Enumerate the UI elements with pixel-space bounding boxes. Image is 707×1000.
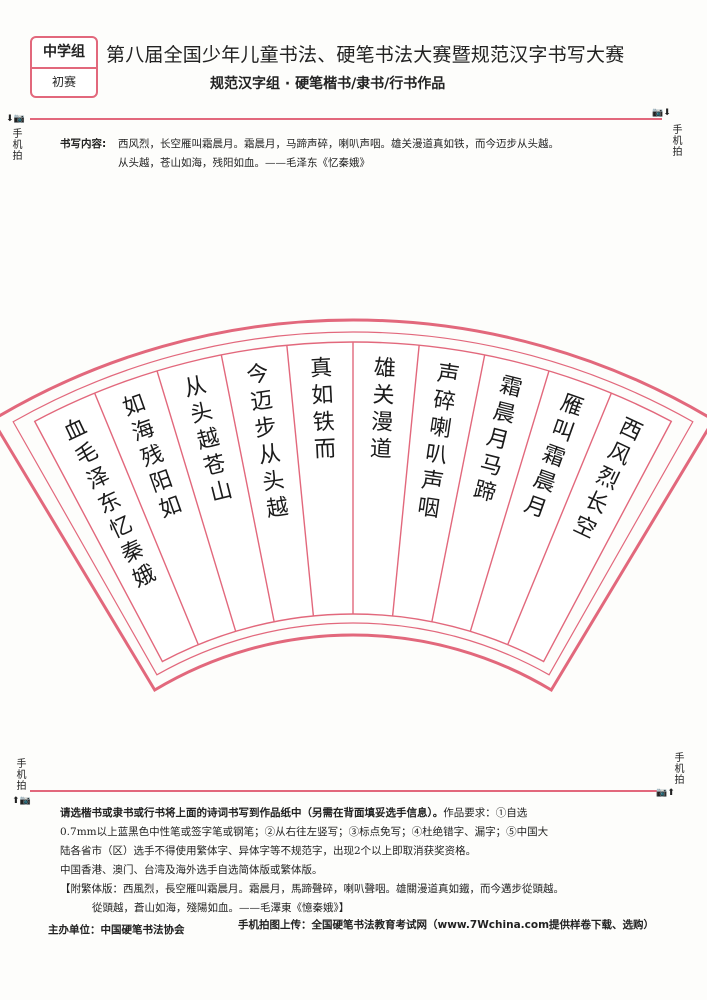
- fan-character: 步: [253, 414, 278, 442]
- requirements-instruction: 请选楷书或隶书或行书将上面的诗词书写到作品纸中（另需在背面填妥选手信息）。: [60, 807, 444, 819]
- content-label: 书写内容:: [60, 138, 107, 150]
- fan-divider: [507, 392, 613, 645]
- fan-outer-border: [0, 318, 707, 693]
- fan-character: 雄: [373, 356, 396, 382]
- traditional-version: 【附繁体版：西風烈，長空雁叫霜晨月。霜晨月，馬蹄聲碎，喇叭聲咽。雄關漫道真如鐵，…: [60, 883, 564, 895]
- fan-character: 真: [310, 356, 333, 382]
- fan-divider: [286, 345, 315, 617]
- fan-character: 关: [372, 383, 395, 409]
- camera-upload-icon: ⬆📷: [12, 796, 31, 806]
- group-divider: [32, 67, 96, 69]
- content-text-line: 西风烈，长空雁叫霜晨月。霜晨月，马蹄声碎，喇叭声咽。雄关漫道真如铁，而今迈步从头…: [118, 138, 559, 150]
- camera-upload-icon: 📷⬆: [656, 788, 675, 798]
- fan-character: 从: [257, 441, 282, 469]
- fan-character: 咽: [416, 495, 441, 523]
- fan-character: 声: [436, 361, 461, 389]
- page-subtitle: 规范汉字组 · 硬笔楷书/隶书/行书作品: [210, 76, 446, 92]
- fan-divider: [469, 370, 550, 632]
- group-label: 中学组: [43, 44, 85, 60]
- requirements-text: 中国香港、澳门、台湾及海外选手自选简体版或繁体版。: [60, 864, 323, 876]
- fan-panel: 雄关漫道: [369, 356, 396, 463]
- fan-inner-border: [12, 331, 694, 676]
- requirements: 请选楷书或隶书或行书将上面的诗词书写到作品纸中（另需在背面填妥选手信息）。作品要…: [60, 804, 680, 918]
- fan-character: 越: [265, 495, 290, 523]
- fan-character: 道: [369, 437, 392, 463]
- bottom-rule: [30, 790, 662, 792]
- content-text-line: 从头越，苍山如海，残阳如血。——毛泽东《忆秦娥》: [118, 157, 370, 169]
- fan-divider: [93, 392, 199, 645]
- photo-marker-bottom-left: 手机拍: [14, 758, 25, 791]
- fan-character: 铁: [312, 410, 335, 436]
- stage-label: 初赛: [51, 75, 76, 89]
- traditional-version: 從頭越，蒼山如海，殘陽如血。——毛澤東《憶秦娥》】: [92, 902, 350, 914]
- organizer: 主办单位：中国硬笔书法协会: [48, 924, 185, 936]
- fan-divider: [156, 370, 237, 632]
- photo-marker-top-right: 手机拍: [670, 124, 681, 157]
- requirements-text: 陆各省市（区）选手不得使用繁体字、异体字等不规范字，出现2个以上即取消获奖资格。: [60, 845, 477, 857]
- fan-character: 漫: [371, 410, 394, 436]
- upload-info: 手机拍图上传：全国硬笔书法教育考试网（www.7Wchina.com提供样卷下载…: [238, 919, 655, 931]
- fan-dividers: [93, 342, 613, 645]
- camera-download-icon: 📷⬇: [652, 108, 671, 118]
- camera-download-icon: ⬇📷: [6, 114, 25, 124]
- fan-character: 如: [311, 383, 334, 409]
- fan-character: 喇: [428, 414, 453, 442]
- fan-character: 叭: [424, 441, 449, 469]
- fan-character: 迈: [249, 388, 274, 416]
- top-rule: [30, 118, 662, 120]
- fan-character: 而: [314, 437, 337, 463]
- requirements-text: 作品要求：①自选: [443, 807, 528, 819]
- page-title: 第八届全国少年儿童书法、硬笔书法大赛暨规范汉字书写大赛: [106, 44, 625, 66]
- photo-marker-bottom-right: 手机拍: [672, 752, 683, 785]
- photo-marker-top-left: 手机拍: [10, 128, 21, 161]
- fan-character: 碎: [432, 388, 457, 416]
- group-badge: 中学组 初赛: [30, 36, 98, 98]
- fan-divider: [220, 354, 275, 622]
- fan-character: 头: [261, 468, 286, 496]
- requirements-text: 0.7mm以上蓝黑色中性笔或签字笔或钢笔；②从右往左竖写；③标点免写；④杜绝错字…: [60, 826, 549, 838]
- fan-character: 声: [420, 468, 445, 496]
- fan-divider: [391, 345, 420, 617]
- fan-divider: [431, 354, 486, 622]
- fan-character: 今: [245, 361, 270, 389]
- fan-panel: 今迈步从头越: [245, 361, 290, 522]
